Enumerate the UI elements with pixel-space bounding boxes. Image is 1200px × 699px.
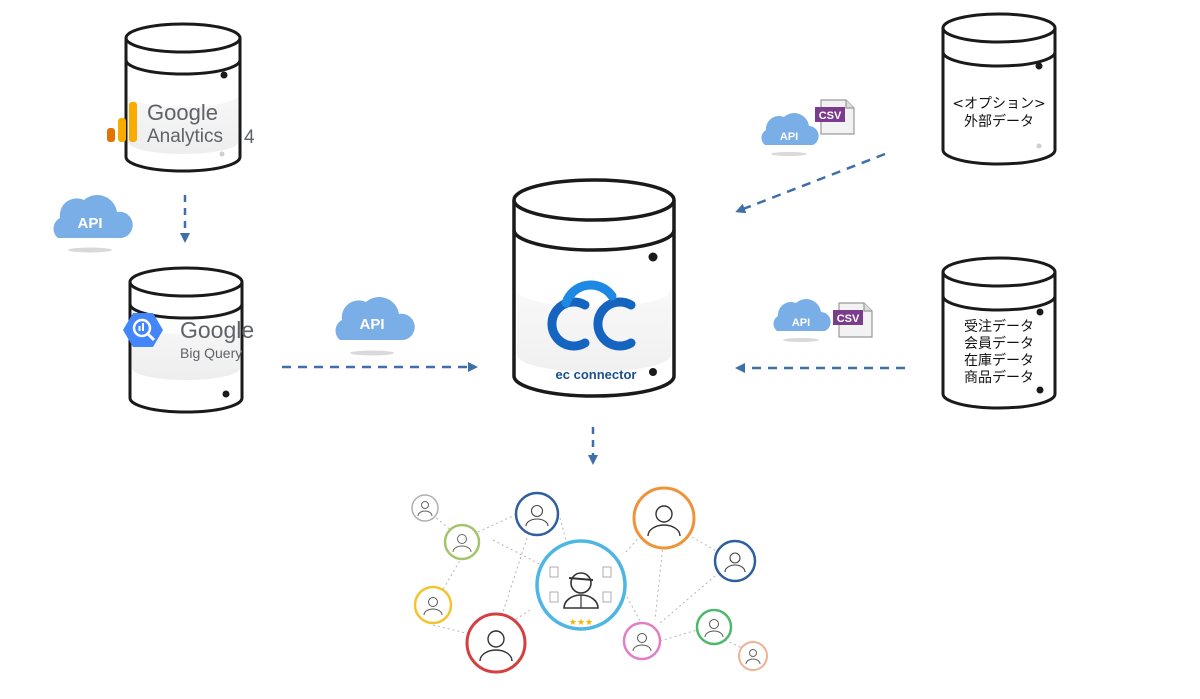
bigquery-logo: Google Big Query [123, 313, 254, 361]
ga4-version-label: 4 [244, 127, 255, 148]
api-label: API [792, 317, 810, 329]
csv-file-icon: CSV [833, 302, 873, 338]
customer-node [411, 494, 439, 522]
api-label: API [780, 131, 798, 143]
bigquery-brand-label: Google [180, 317, 254, 343]
external-data-line-1: <オプション> [952, 96, 1045, 112]
ec-connector-logo: ec connector [547, 280, 637, 382]
store-data-database: 受注データ 会員データ 在庫データ 商品データ [941, 256, 1057, 410]
store-data-line-4: 商品データ [964, 369, 1034, 386]
ga4-product-label: Analytics [147, 126, 223, 147]
customer-node [632, 486, 696, 550]
ga4-brand-label: Google [147, 100, 218, 125]
customer-node [738, 641, 768, 671]
customer-node [413, 585, 453, 625]
customer-node [465, 612, 527, 674]
bigquery-product-label: Big Query [180, 345, 242, 361]
customer-network: ★★★ [411, 486, 768, 674]
bigquery-database [128, 266, 244, 414]
api-cloud-icon: API [53, 195, 133, 253]
external-data-database: <オプション> 外部データ [941, 12, 1057, 166]
csv-label: CSV [837, 313, 860, 325]
customer-node [713, 539, 757, 583]
ga4-database [124, 22, 242, 173]
api-label: API [77, 215, 102, 232]
store-data-line-2: 会員データ [964, 335, 1034, 352]
api-label: API [359, 316, 384, 333]
ga4-logo: Google Analytics 4 [107, 100, 255, 148]
api-cloud-icon: API [773, 299, 831, 342]
api-cloud-icon: API [761, 113, 819, 156]
customer-node-main: ★★★ [535, 539, 627, 631]
rating-stars: ★★★ [569, 618, 593, 628]
customer-node [622, 621, 662, 661]
arrow-external-to-ec-connector [735, 152, 886, 214]
customer-node [695, 608, 733, 646]
customer-node [443, 523, 481, 561]
csv-file-icon: CSV [815, 99, 855, 135]
ec-connector-label: ec connector [556, 367, 637, 382]
csv-label: CSV [819, 110, 842, 122]
api-cloud-icon: API [335, 297, 415, 356]
external-data-line-2: 外部データ [964, 113, 1034, 130]
customer-node [514, 491, 560, 537]
store-data-line-3: 在庫データ [964, 352, 1034, 369]
store-data-line-1: 受注データ [964, 318, 1034, 335]
